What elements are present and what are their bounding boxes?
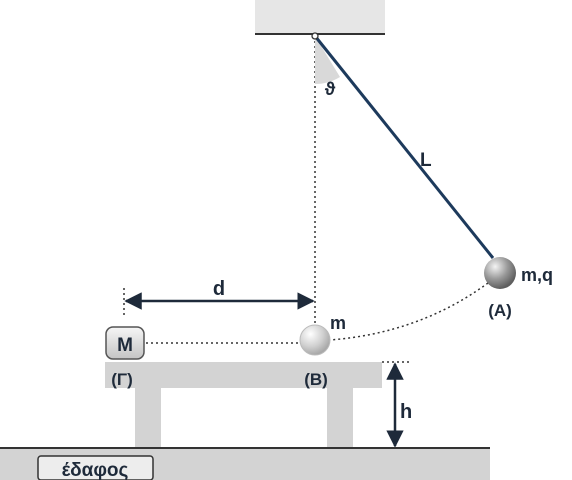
ball-a	[484, 257, 516, 289]
theta-label: ϑ	[325, 79, 336, 99]
ground-label-box	[37, 455, 154, 480]
point-gamma-label: (Γ)	[111, 370, 133, 389]
angle-wedge	[315, 36, 340, 85]
pivot-point	[311, 32, 319, 40]
ground-label: έδαφος	[62, 460, 129, 480]
ball-a-props-label: m,q	[521, 265, 553, 285]
point-b-label: (B)	[304, 370, 328, 389]
table-leg-left	[135, 388, 161, 448]
pendulum-string	[313, 35, 495, 259]
distance-label: d	[213, 278, 225, 300]
swing-arc	[329, 282, 489, 341]
ceiling	[255, 0, 385, 34]
length-label: L	[420, 150, 432, 171]
table-leg-right	[327, 388, 353, 448]
point-a-label: (A)	[488, 301, 512, 320]
block-m	[105, 326, 145, 360]
table-top	[105, 362, 382, 388]
height-label: h	[400, 401, 412, 423]
ball-b	[299, 324, 331, 356]
ball-b-mass-label: m	[330, 313, 346, 333]
block-mass-label: M	[117, 335, 133, 356]
